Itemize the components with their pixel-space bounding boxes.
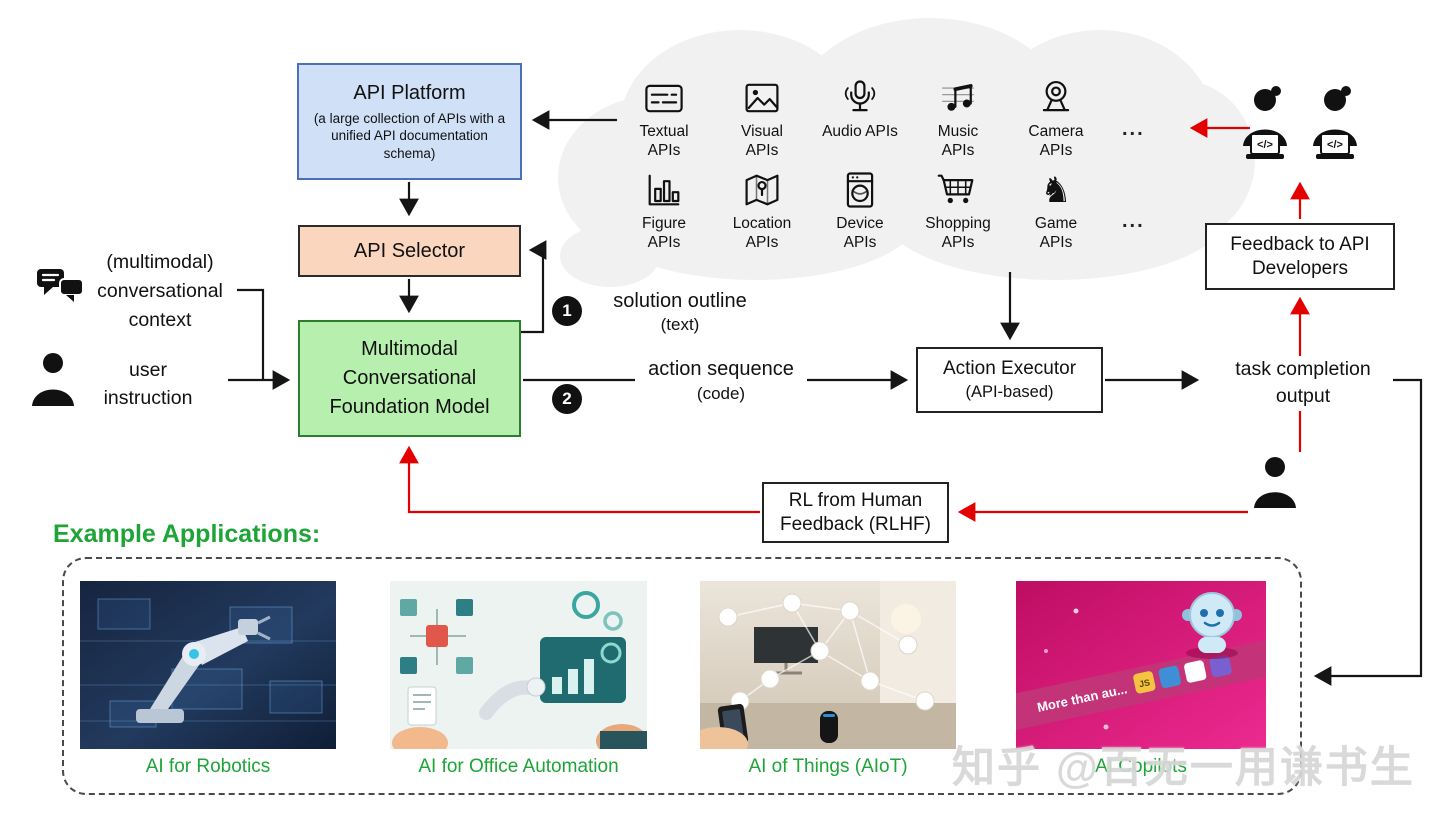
api-item-figure: Figure APIs: [615, 168, 713, 252]
step-1-badge: 1: [552, 296, 582, 326]
app-card-copilots: More than au... JS AI Copilots: [1016, 581, 1266, 778]
api-cloud-row1: Textual APIs Visual APIs Audio APIs: [615, 76, 1105, 160]
api-item-textual: Textual APIs: [615, 76, 713, 160]
conversational-context-label: (multimodal) conversational context: [97, 251, 223, 331]
task-completion-label: task completion output: [1213, 356, 1393, 411]
action-sequence-sub: (code): [635, 383, 807, 405]
api-label: Visual APIs: [741, 123, 783, 159]
foundation-model-label: Multimodal Conversational Foundation Mod…: [329, 338, 490, 418]
api-label: Audio APIs: [822, 123, 898, 140]
api-developer-icon: </>: [1238, 84, 1292, 173]
api-item-location: Location APIs: [713, 168, 811, 252]
rlhf-label: RL from Human Feedback (RLHF): [780, 489, 931, 535]
api-label: Textual APIs: [639, 123, 689, 159]
api-selector-label: API Selector: [353, 239, 466, 262]
action-executor-box: Action Executor (API-based): [916, 347, 1103, 413]
music-apis-icon: [942, 84, 974, 111]
api-label: Device APIs: [836, 215, 884, 251]
api-item-music: Music APIs: [909, 76, 1007, 160]
api-cloud-row2: Figure APIs Location APIs Device APIs: [615, 168, 1105, 252]
api-item-device: Device APIs: [811, 168, 909, 252]
game-apis-icon: ♞: [1040, 170, 1072, 211]
visual-apis-icon: [745, 83, 779, 113]
speech-bubbles-icon: [36, 266, 84, 313]
api-item-game: ♞ Game APIs: [1007, 168, 1105, 252]
api-item-visual: Visual APIs: [713, 76, 811, 160]
step-2-badge: 2: [552, 384, 582, 414]
more-apis-ellipsis: ...: [1122, 118, 1145, 140]
solution-outline-label: solution outline: [597, 289, 763, 314]
feedback-developers-box: Feedback to API Developers: [1205, 223, 1395, 290]
action-executor-title: Action Executor: [942, 357, 1077, 379]
api-label: Shopping APIs: [925, 215, 991, 251]
audio-apis-icon: [844, 80, 876, 112]
svg-text:JS: JS: [1138, 677, 1151, 689]
camera-apis-icon: [1042, 80, 1070, 112]
textual-apis-icon: [645, 84, 683, 113]
api-label: Music APIs: [937, 123, 979, 159]
rlhf-box: RL from Human Feedback (RLHF): [762, 482, 949, 543]
app-caption-office: AI for Office Automation: [418, 756, 619, 777]
foundation-model-box: Multimodal Conversational Foundation Mod…: [298, 320, 521, 437]
api-item-shopping: Shopping APIs: [909, 168, 1007, 252]
api-platform-title: API Platform: [353, 81, 466, 104]
app-card-aiot: AI of Things (AIoT): [700, 581, 956, 778]
aiot-image: [700, 581, 956, 749]
api-item-camera: Camera APIs: [1007, 76, 1105, 160]
applications-frame: [62, 557, 1302, 795]
api-label: Camera APIs: [1028, 123, 1084, 159]
app-card-robotics: AI for Robotics: [80, 581, 336, 778]
office-automation-image: [390, 581, 647, 749]
code-glyph: </>: [1327, 139, 1343, 151]
watermark-text: 知乎 @百无一用谦书生: [952, 744, 1415, 792]
location-apis-icon: [745, 174, 779, 206]
app-caption-copilots: AI Copilots: [1095, 756, 1187, 777]
figure-apis-icon: [648, 174, 680, 206]
robotics-image: [80, 581, 336, 749]
user-instruction-label: user instruction: [103, 359, 193, 410]
feedback-developers-label: Feedback to API Developers: [1230, 233, 1370, 279]
more-apis-ellipsis: ...: [1122, 210, 1145, 232]
device-apis-icon: [846, 172, 874, 208]
app-caption-aiot: AI of Things (AIoT): [748, 756, 908, 777]
human-feedback-user-icon: [1252, 456, 1298, 515]
shopping-apis-icon: [937, 174, 974, 204]
api-selector-box: API Selector: [298, 225, 521, 277]
api-developer-icon: </>: [1308, 84, 1362, 173]
copilots-image: More than au... JS: [1016, 581, 1266, 749]
app-card-office: AI for Office Automation: [390, 581, 647, 778]
code-glyph: </>: [1257, 139, 1273, 151]
example-applications-heading: Example Applications:: [53, 520, 321, 548]
svg-text:♞: ♞: [1040, 170, 1072, 211]
api-platform-box: API Platform (a large collection of APIs…: [297, 63, 522, 180]
api-label: Game APIs: [1034, 215, 1078, 251]
api-label: Location APIs: [732, 215, 792, 251]
api-label: Figure APIs: [642, 215, 686, 251]
api-item-audio: Audio APIs: [811, 76, 909, 160]
app-caption-robotics: AI for Robotics: [145, 756, 271, 777]
action-executor-subtitle: (API-based): [965, 382, 1054, 401]
user-icon: [30, 352, 76, 413]
solution-outline-sub: (text): [597, 314, 763, 336]
api-platform-subtitle: (a large collection of APIs with a unifi…: [313, 110, 506, 161]
action-sequence-label: action sequence: [635, 357, 807, 382]
